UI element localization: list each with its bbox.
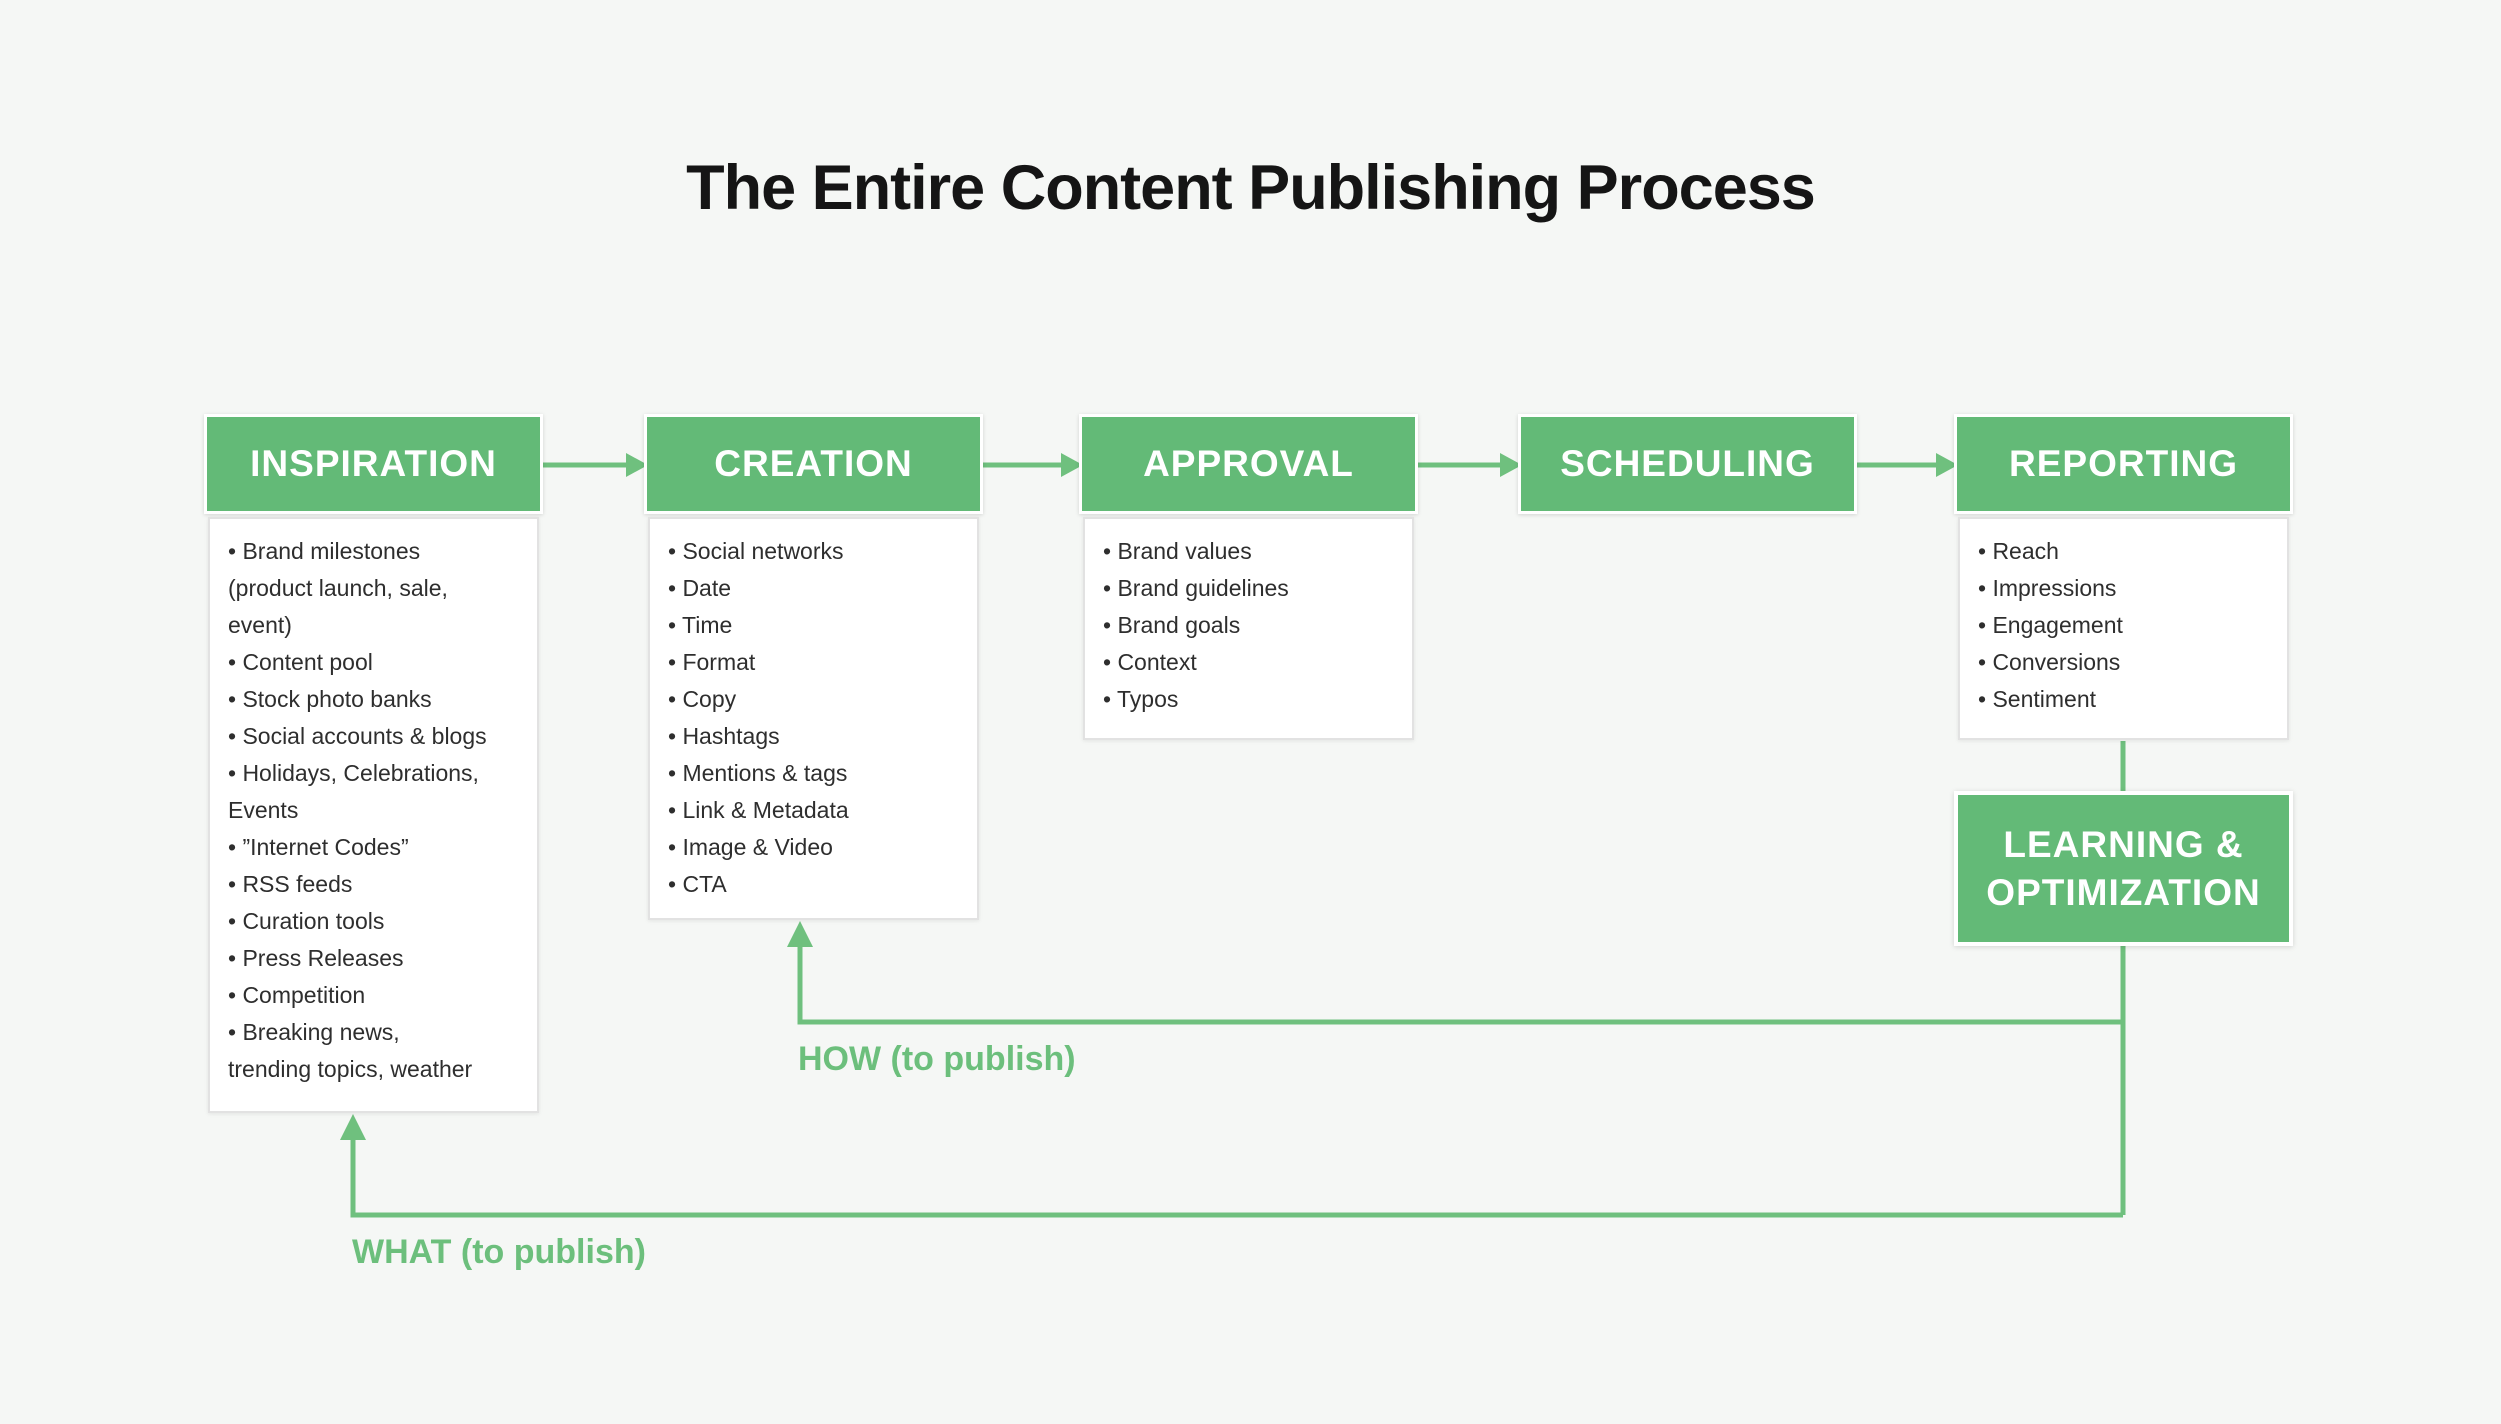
stage-header-label: CREATION [714,443,913,484]
stage-header-label: INSPIRATION [250,443,497,484]
list-item: • Social networks [668,538,844,564]
list-item: • RSS feeds [228,871,353,897]
list-item: • Brand values [1103,538,1252,564]
list-item: • Reach [1978,538,2059,564]
diagram-title: The Entire Content Publishing Process [686,153,1816,223]
stage-list-reporting: • Reach • Impressions • Engagement • Conver… [1958,517,2289,740]
list-item: • Social accounts & blogs [228,723,487,749]
stage-header-reporting: REPORTING [1954,414,2293,514]
stage-header-label: APPROVAL [1143,443,1354,484]
stage-header-label: REPORTING [2009,443,2238,484]
list-item: • Breaking news, trending topics, weathe… [228,1019,473,1082]
list-item: • Typos [1103,686,1179,712]
stage-list-approval: • Brand values • Brand guidelines • Brand … [1083,517,1414,740]
stage-header-label: SCHEDULING [1560,443,1815,484]
list-item: • Brand goals [1103,612,1241,638]
feedback-what-label: WHAT (to publish) [352,1233,646,1271]
arrow-scheduling-to-reporting [1853,453,1958,477]
stage-list-inspiration: • Brand milestones (product launch, sale… [208,517,539,1113]
list-item: • Link & Metadata [668,797,849,823]
stage-header-approval: APPROVAL [1079,414,1418,514]
arrow-creation-to-approval [979,453,1083,477]
feedback-how-label: HOW (to publish) [798,1040,1076,1078]
list-item: • Hashtags [668,723,780,749]
list-item: • Context [1103,649,1197,675]
list-item: • Time [668,612,733,638]
list-item: • Stock photo banks [228,686,432,712]
list-item: • Mentions & tags [668,760,848,786]
list-item: • Conversions [1978,649,2121,675]
list-item: • Copy [668,686,737,712]
list-item: • Competition [228,982,366,1008]
list-item: • Curation tools [228,908,385,934]
learning-optimization-label: LEARNING & OPTIMIZATION [1986,823,2261,913]
list-item: • Brand guidelines [1103,575,1289,601]
list-item: • Sentiment [1978,686,2096,712]
list-item: • Image & Video [668,834,833,860]
list-item: • ”Internet Codes” [228,834,409,860]
feedback-what-arrow [340,1114,2123,1218]
list-item: • Date [668,575,732,601]
list-item: • Holidays, Celebrations, Events [228,760,479,823]
stage-list-creation: • Social networks • Date • Time • Format • C… [648,517,979,920]
stage-header-creation: CREATION [644,414,983,514]
stage-header-scheduling: SCHEDULING [1518,414,1857,514]
learning-optimization-box: LEARNING & OPTIMIZATION [1954,791,2293,946]
list-item: • Engagement [1978,612,2123,638]
list-item: • Impressions [1978,575,2117,601]
list-item: • Format [668,649,756,675]
list-item: • Brand milestones (product launch, sale… [228,538,448,638]
arrow-approval-to-scheduling [1414,453,1522,477]
list-item: • Press Releases [228,945,404,971]
stage-header-inspiration: INSPIRATION [204,414,543,514]
arrow-inspiration-to-creation [539,453,648,477]
list-item: • CTA [668,871,727,897]
list-item: • Content pool [228,649,373,675]
feedback-how-arrow [787,921,2123,1025]
